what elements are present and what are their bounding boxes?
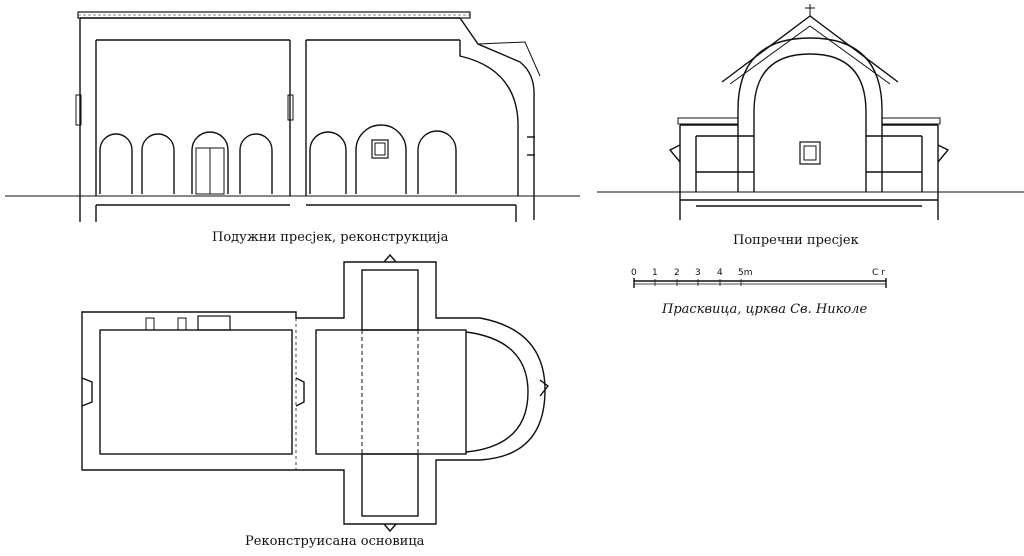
transverse-section-caption: Попречни пресјек bbox=[733, 233, 859, 248]
transverse-section bbox=[597, 4, 1024, 220]
scale-tick-0: 0 bbox=[631, 268, 637, 278]
scale-bar bbox=[633, 278, 887, 288]
scale-tick-2: 2 bbox=[674, 268, 680, 278]
longitudinal-section-caption: Подужни пресјек, реконструкција bbox=[212, 230, 449, 245]
scale-tick-4: 4 bbox=[717, 268, 723, 278]
scale-end-label: C r bbox=[872, 268, 885, 278]
scale-tick-5m: 5m bbox=[738, 268, 753, 278]
site-caption: Прасквица, црква Св. Николе bbox=[662, 302, 868, 317]
scale-tick-1: 1 bbox=[652, 268, 658, 278]
plan bbox=[81, 253, 549, 533]
plan-caption: Реконструисана основица bbox=[245, 534, 425, 549]
scale-tick-3: 3 bbox=[695, 268, 701, 278]
longitudinal-section bbox=[5, 11, 580, 222]
